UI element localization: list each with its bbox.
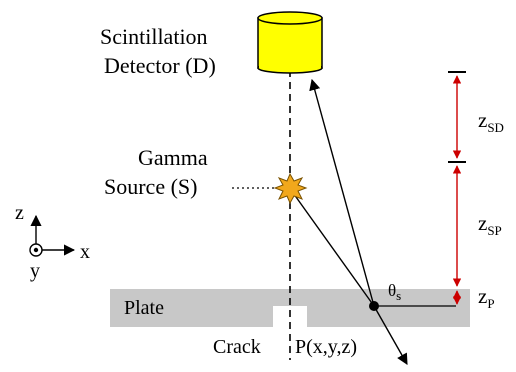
dim-label-z-sd: zSD	[478, 108, 504, 135]
dim-label-z-p: zP	[478, 284, 495, 311]
angle-symbol: θ	[388, 281, 396, 300]
dim-z-p-sub: P	[487, 296, 494, 311]
dim-z-p-main: z	[478, 284, 487, 308]
dim-z-sd-main: z	[478, 108, 487, 132]
ray-point-to-detector	[309, 78, 375, 307]
dim-z-sp-sub: SP	[487, 223, 501, 238]
dim-z-sp-main: z	[478, 211, 487, 235]
dim-label-z-sp: zSP	[478, 211, 502, 238]
dim-z-sd-sub: SD	[487, 120, 504, 135]
source-label-line2: Source (S)	[104, 174, 197, 199]
coordinate-axes	[29, 214, 76, 257]
axis-label-y: y	[30, 260, 40, 282]
y-axis-symbol-dot	[33, 247, 39, 253]
plate	[110, 289, 470, 328]
gamma-source-burst	[273, 172, 308, 205]
crack-label: Crack	[213, 336, 261, 358]
detector-label-line1: Scintillation	[100, 24, 208, 49]
source-label-line1: Gamma	[138, 145, 208, 170]
ray-transmitted	[373, 305, 408, 365]
angle-label: θs	[388, 281, 401, 303]
axis-label-x: x	[80, 241, 90, 263]
detector-cylinder	[257, 11, 323, 74]
axis-label-z: z	[15, 202, 24, 224]
point-p-dot	[369, 301, 379, 311]
point-label: P(x,y,z)	[295, 336, 357, 358]
detector-label-line2: Detector (D)	[104, 53, 216, 78]
angle-subscript: s	[396, 288, 401, 303]
plate-label: Plate	[124, 297, 164, 319]
dimension-z-sd	[448, 71, 466, 163]
ray-source-to-point	[290, 189, 375, 307]
